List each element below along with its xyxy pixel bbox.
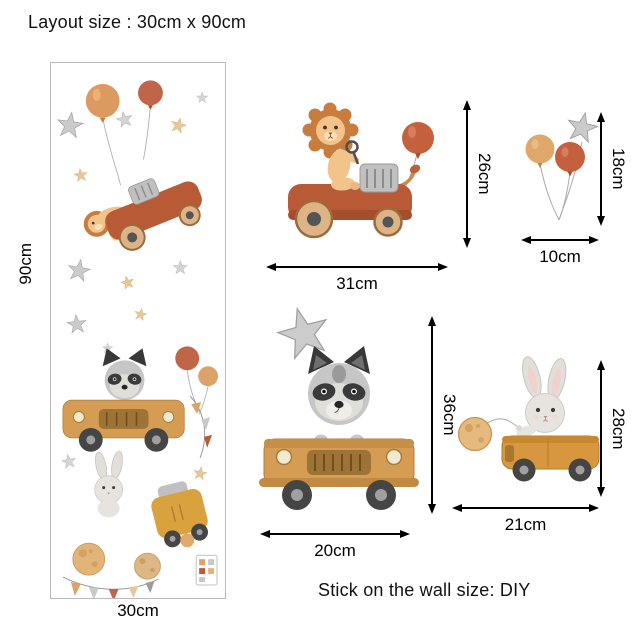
balloon-icon xyxy=(525,134,585,177)
raccoon-icon xyxy=(308,346,370,444)
raccoon-height-label: 36cm xyxy=(440,394,459,436)
bunny-icon xyxy=(94,450,123,518)
sticker-sheet xyxy=(50,62,226,601)
star-icon xyxy=(55,91,209,183)
raccoon-height-dimension: 36cm xyxy=(428,316,459,514)
moon-icon xyxy=(72,533,195,580)
star-icon xyxy=(60,452,209,481)
horizontal-arrow xyxy=(452,504,599,512)
bunny-width-dimension: 21cm xyxy=(452,504,599,535)
sticker-sheet-illustration xyxy=(55,80,219,601)
balloon-icon xyxy=(457,416,521,452)
vertical-arrow xyxy=(597,360,605,497)
balloons-illustration xyxy=(520,108,601,228)
bunny-height-label: 28cm xyxy=(609,407,628,450)
pennant-banner-icon xyxy=(189,395,213,458)
car-icon xyxy=(259,438,419,510)
lion-height-dimension: 26cm xyxy=(463,100,494,248)
raccoon-in-car-icon xyxy=(62,348,185,452)
lion-height-label: 26cm xyxy=(475,153,494,195)
vertical-arrow xyxy=(428,316,436,514)
raccoon-width-dimension: 20cm xyxy=(260,530,410,561)
bunny-car-illustration xyxy=(448,356,603,501)
raccoon-width-label: 20cm xyxy=(314,541,356,560)
balloons-height-dimension: 18cm xyxy=(597,112,628,226)
mini-stickers-icon xyxy=(195,554,218,586)
vertical-arrow xyxy=(597,112,605,226)
bunny-icon xyxy=(516,356,567,437)
horizontal-arrow xyxy=(260,530,410,538)
horizontal-arrow xyxy=(266,263,448,271)
horizontal-arrow xyxy=(521,236,599,244)
lion-width-label: 31cm xyxy=(336,274,378,293)
steering-wheel-icon xyxy=(345,140,360,165)
star-icon xyxy=(65,257,188,354)
star-icon xyxy=(272,301,335,363)
lion-on-car-icon xyxy=(83,178,202,251)
car-icon xyxy=(501,435,600,482)
balloons-width-dimension: 10cm xyxy=(521,236,599,267)
balloons-width-label: 10cm xyxy=(539,247,581,266)
wall-size-label: Stick on the wall size: DIY xyxy=(318,580,531,600)
star-icon xyxy=(564,108,601,145)
yellow-car-icon xyxy=(151,481,208,548)
bunny-height-dimension: 28cm xyxy=(597,360,628,497)
lion-width-dimension: 31cm xyxy=(266,263,448,294)
lion-car-illustration xyxy=(272,90,447,255)
balloon-icon xyxy=(175,346,219,415)
wheel-icon xyxy=(294,199,403,239)
balloons-height-label: 18cm xyxy=(609,148,628,190)
lion-icon xyxy=(302,102,360,191)
sheet-height-label: 90cm xyxy=(16,243,35,285)
vertical-arrow xyxy=(463,100,471,248)
raccoon-car-illustration xyxy=(252,300,424,518)
bunny-width-label: 21cm xyxy=(504,515,547,534)
balloon-icon xyxy=(85,80,163,186)
layout-size-label: Layout size : 30cm x 90cm xyxy=(28,12,247,32)
sheet-width-label: 30cm xyxy=(117,601,159,620)
pennant-banner-icon xyxy=(62,576,159,601)
